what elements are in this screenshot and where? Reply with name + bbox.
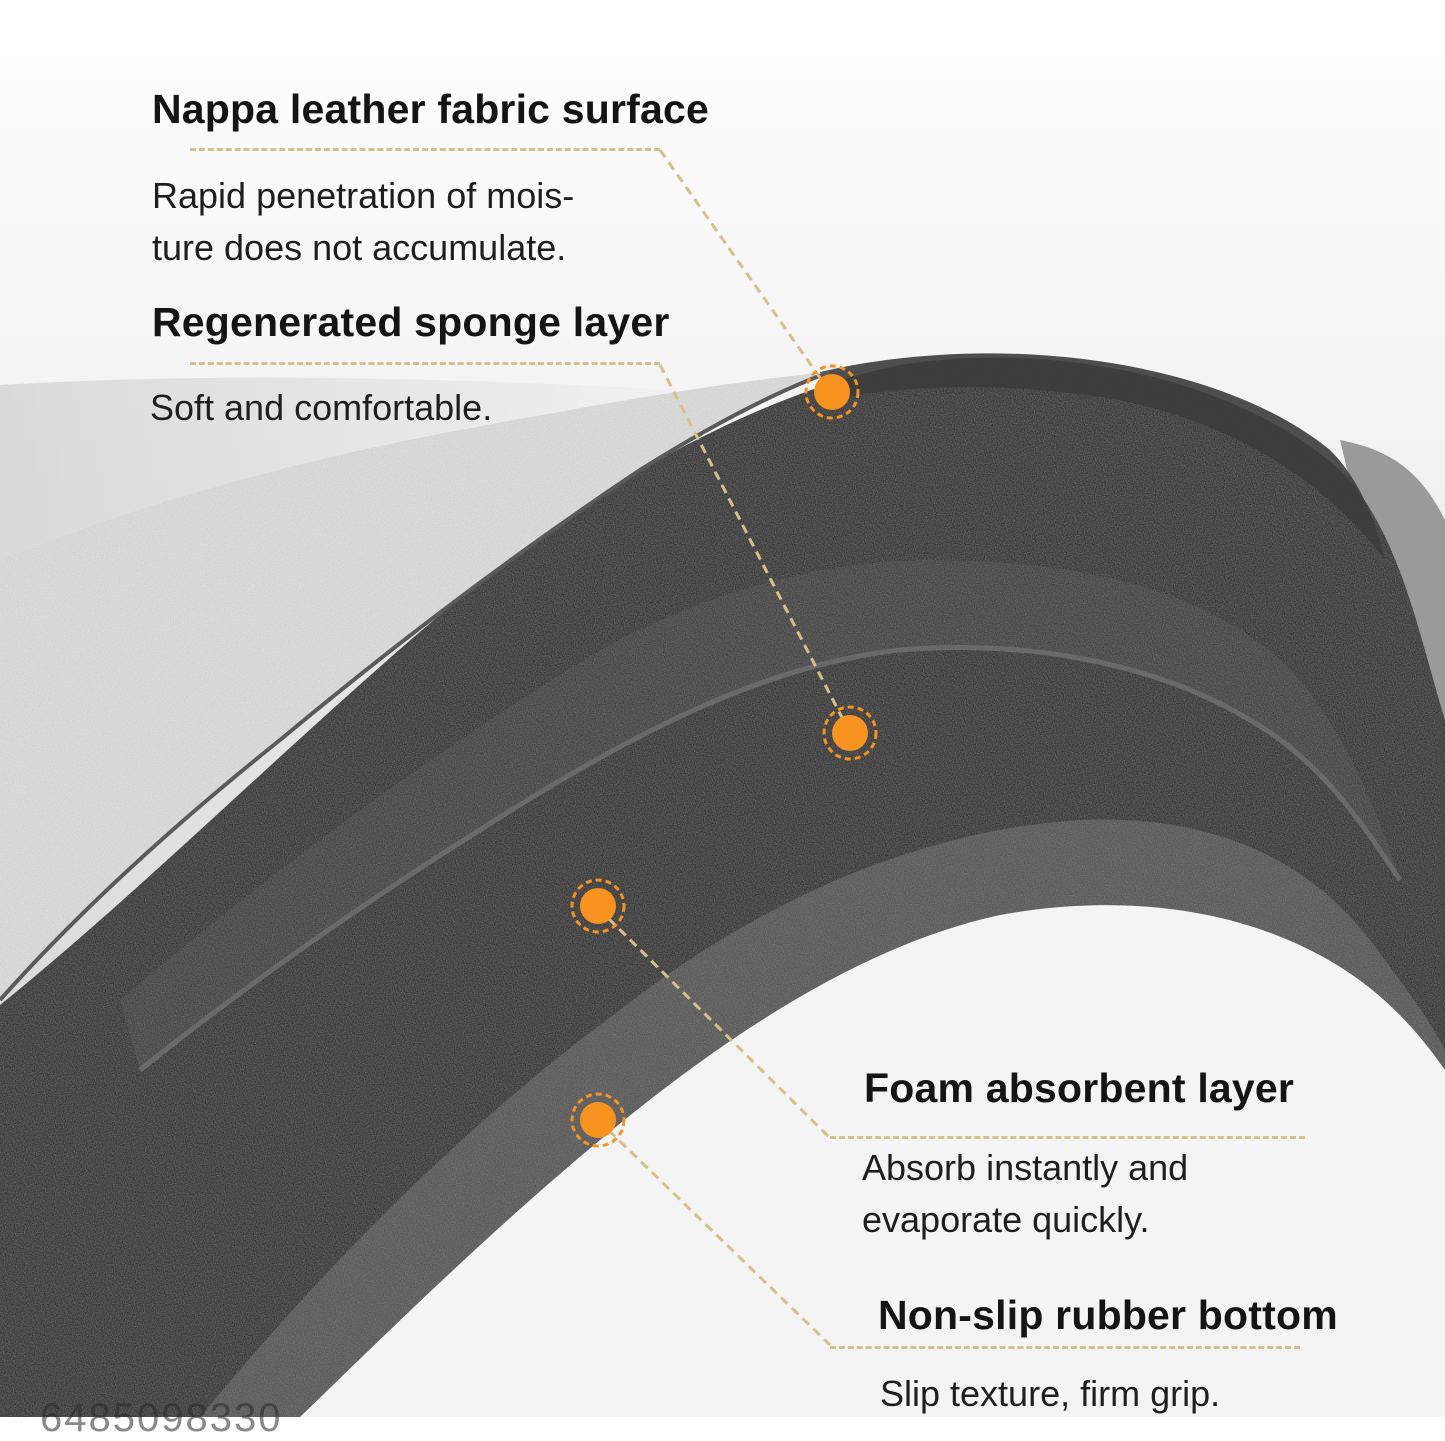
layer-4-rule <box>830 1346 1300 1349</box>
floor-background <box>300 905 1445 1417</box>
layer-1-desc-line-1: Rapid penetration of mois- <box>152 175 575 216</box>
marker-1-icon <box>804 364 860 420</box>
layer-1-description: Rapid penetration of mois- ture does not… <box>152 170 574 274</box>
layer-1-desc-line-2: ture does not accumulate. <box>152 227 567 268</box>
markers <box>570 364 878 1148</box>
layer-2-title: Regenerated sponge layer <box>152 299 670 345</box>
leather-surface-sheen <box>820 353 1385 560</box>
leader-line-3 <box>596 906 832 1140</box>
layer-4-desc-line-1: Slip texture, firm grip. <box>880 1373 1221 1414</box>
layer-4-title: Non-slip rubber bottom <box>878 1292 1338 1338</box>
layer-2-desc-line-1: Soft and comfortable. <box>150 387 493 428</box>
layer-3-title: Foam absorbent layer <box>864 1065 1295 1111</box>
fabric-surface-layer <box>0 372 830 1000</box>
marker-3-icon <box>570 878 626 934</box>
leader-lines <box>596 149 852 1347</box>
sponge-layer-band <box>120 560 1400 1070</box>
leader-line-1 <box>658 149 832 393</box>
leader-line-4 <box>596 1118 832 1347</box>
rubber-bottom-band <box>200 819 1445 1417</box>
layer-3-rule <box>830 1136 1305 1139</box>
layer-4-description: Slip texture, firm grip. <box>880 1368 1220 1420</box>
layer-3-desc-line-1: Absorb instantly and <box>862 1147 1189 1188</box>
layer-3-description: Absorb instantly and evaporate quickly. <box>862 1142 1188 1246</box>
marker-2-icon <box>822 705 878 761</box>
marker-4-icon <box>570 1092 626 1148</box>
layer-1-rule <box>190 148 660 151</box>
layer-2-description: Soft and comfortable. <box>150 382 492 434</box>
leader-line-2 <box>658 364 852 734</box>
layer-separator-line <box>138 645 1403 1072</box>
layer-3-desc-line-2: evaporate quickly. <box>862 1199 1150 1240</box>
watermark-number: 6485098330 <box>40 1396 283 1440</box>
layer-2-rule <box>190 362 660 365</box>
fabric-edge-line <box>0 370 831 1002</box>
layer-1-title: Nappa leather fabric surface <box>152 86 710 132</box>
